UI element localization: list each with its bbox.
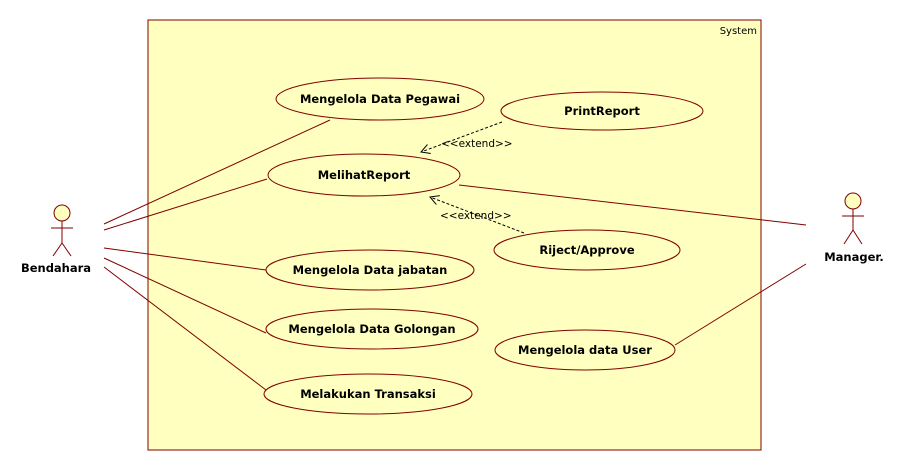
assoc-bendahara-transaksi (103, 266, 267, 391)
extend-riject-line (430, 197, 525, 234)
use-case-melihatreport[interactable] (267, 153, 461, 197)
use-case-label-printreport: PrintReport (564, 104, 640, 118)
use-case-label-user: Mengelola data User (518, 343, 652, 357)
use-case-label-riject: Riject/Approve (539, 243, 634, 257)
use-case-mengelola-data-jabatan[interactable] (265, 249, 475, 291)
use-case-melakukan-transaksi[interactable] (263, 373, 473, 415)
use-case-mengelola-data-user[interactable] (494, 329, 676, 371)
actor-bendahara-label: Bendahara (21, 261, 91, 275)
assoc-bendahara-melihatreport (103, 178, 268, 231)
use-case-riject-approve[interactable] (493, 229, 681, 271)
assoc-bendahara-jabatan (103, 247, 267, 271)
use-case-mengelola-data-golongan[interactable] (265, 308, 479, 350)
assoc-manager-melihatreport (458, 184, 807, 226)
use-case-label-jabatan: Mengelola Data jabatan (293, 263, 448, 277)
use-case-label-melihatreport: MelihatReport (318, 168, 411, 182)
use-case-mengelola-data-pegawai[interactable] (275, 77, 485, 121)
assoc-bendahara-golongan (103, 257, 267, 334)
assoc-manager-user (674, 263, 807, 346)
actor-bendahara-icon[interactable] (51, 204, 73, 257)
assoc-bendahara-pegawai (103, 119, 331, 225)
use-case-label-golongan: Mengelola Data Golongan (288, 322, 455, 336)
use-case-printreport[interactable] (500, 91, 704, 131)
extend-label-top: <<extend>> (441, 138, 513, 150)
actor-manager-label: Manager. (824, 250, 884, 264)
use-case-label-transaksi: Melakukan Transaksi (300, 387, 436, 401)
actor-manager-icon[interactable] (842, 192, 864, 245)
extend-label-bottom: <<extend>> (440, 210, 512, 222)
extend-printreport-line (421, 121, 503, 152)
system-label: System (720, 26, 757, 37)
use-case-label-pegawai: Mengelola Data Pegawai (300, 92, 460, 106)
